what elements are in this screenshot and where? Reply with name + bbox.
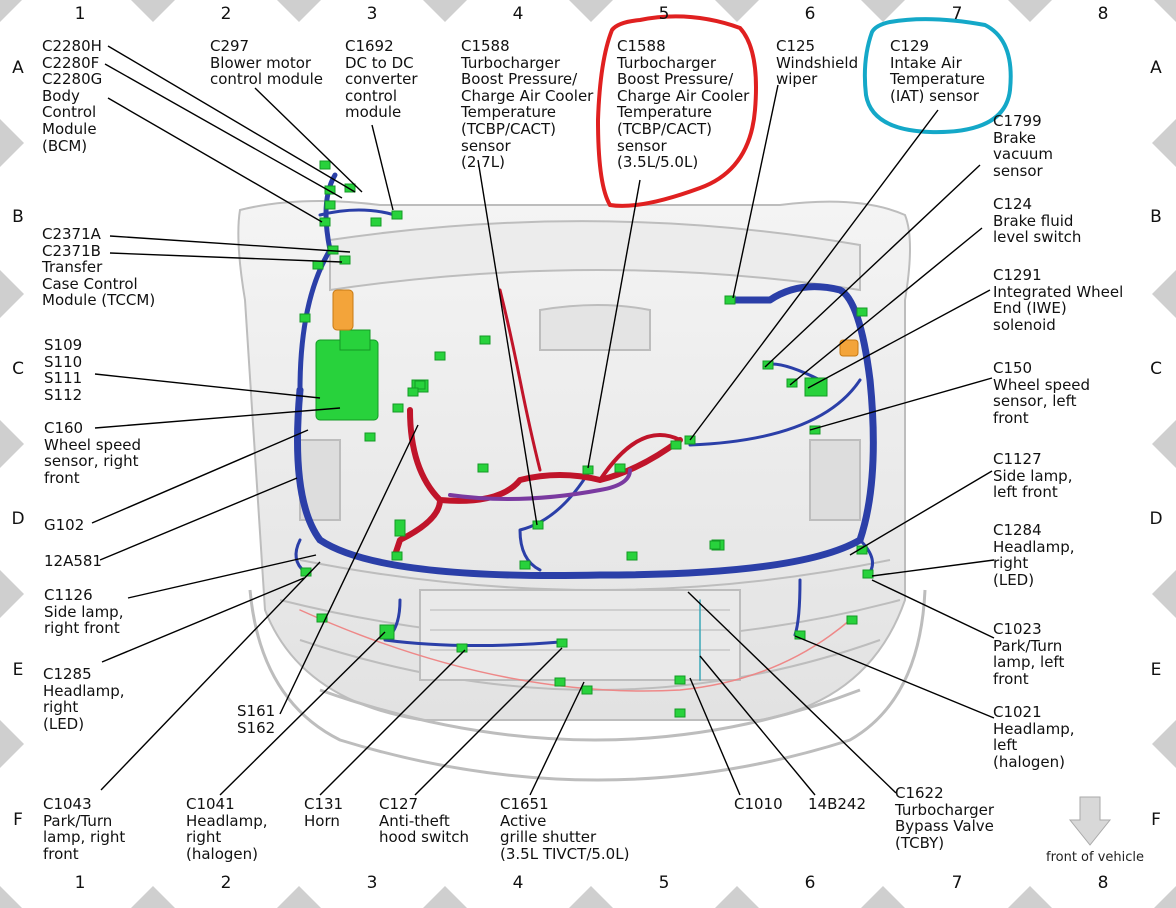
grid-row-B-right: B [1150,207,1162,227]
label-c1126: C1126 Side lamp, right front [44,586,124,638]
label-c1588-3.5l: C1588 Turbocharger Boost Pressure/ Charg… [617,37,750,172]
grid-column-5-bottom: 5 [658,873,670,893]
vacuum-fitting [332,289,859,357]
label-c297: C297 Blower motor control module [210,37,323,89]
label-s109: S109 S110 S111 S112 [44,336,83,404]
grid-column-4-bottom: 4 [512,873,524,893]
label-c1041: C1041 Headlamp, right (halogen) [186,795,268,863]
label-12a581: 12A581 [44,552,102,570]
grid-row-C-left: C [12,359,24,379]
harness-wires [294,172,877,692]
label-c1284: C1284 Headlamp, right (LED) [993,521,1075,589]
label-c131: C131 Horn [304,795,344,830]
leader-lines [91,45,995,796]
label-c1023: C1023 Park/Turn lamp, left front [993,620,1065,688]
grid-column-1-bottom: 1 [74,873,86,893]
label-s161: S161 S162 [237,702,276,737]
grid-column-8-bottom: 8 [1097,873,1109,893]
grid-row-D-left: D [11,509,25,529]
grid-column-7-top: 7 [951,4,963,24]
grid-column-6-top: 6 [804,4,816,24]
label-c1285: C1285 Headlamp, right (LED) [43,665,125,733]
grid-column-5-top: 5 [658,4,670,24]
front-of-vehicle-label: front of vehicle [1046,850,1145,865]
label-c1588-2.7l: C1588 Turbocharger Boost Pressure/ Charg… [461,37,594,172]
label-c1651: C1651 Active grille shutter (3.5L TIVCT/… [500,795,630,863]
grid-row-D-right: D [1149,509,1163,529]
label-c150: C150 Wheel speed sensor, left front [993,359,1091,427]
grid-column-7-bottom: 7 [951,873,963,893]
grid-row-B-left: B [12,207,24,227]
grid-column-2-bottom: 2 [220,873,232,893]
grid-column-3-bottom: 3 [366,873,378,893]
grid-column-4-top: 4 [512,4,524,24]
grid-column-8-top: 8 [1097,4,1109,24]
highlight-circle-red [595,14,758,208]
label-c1291: C1291 Integrated Wheel End (IWE) solenoi… [993,266,1124,334]
label-c1021: C1021 Headlamp, left (halogen) [993,703,1075,771]
label-c1799: C1799 Brake vacuum sensor [993,112,1053,180]
grid-row-C-right: C [1150,359,1162,379]
label-c125: C125 Windshield wiper [776,37,859,89]
label-c127: C127 Anti-theft hood switch [379,795,470,847]
label-c2371: C2371A C2371B Transfer Case Control Modu… [42,225,156,310]
label-c124: C124 Brake fluid level switch [993,195,1082,247]
grid-row-A-left: A [12,58,24,78]
grid-row-F-left: F [13,810,23,830]
grid-row-F-right: F [1151,810,1161,830]
label-14b242: 14B242 [808,795,867,813]
label-c2280: C2280H C2280F C2280G Body Control Module… [42,37,103,155]
label-c1043: C1043 Park/Turn lamp, right front [43,795,126,863]
grid-column-2-top: 2 [220,4,232,24]
grid-row-E-right: E [1150,660,1162,680]
label-c1010: C1010 [734,795,783,813]
label-c1692: C1692 DC to DC converter control module [345,37,418,122]
label-c1127: C1127 Side lamp, left front [993,450,1073,502]
label-c1622: C1622 Turbocharger Bypass Valve (TCBY) [895,784,995,852]
label-g102: G102 [44,516,85,534]
grid-column-3-top: 3 [366,4,378,24]
highlight-circle-cyan [862,17,1013,135]
label-c160: C160 Wheel speed sensor, right front [44,419,142,487]
grid-row-E-left: E [12,660,24,680]
grid-column-6-bottom: 6 [804,873,816,893]
grid-row-A-right: A [1150,58,1162,78]
front-arrow-icon [1068,796,1112,846]
label-c129: C129 Intake Air Temperature (IAT) sensor [890,37,986,105]
grid-column-1-top: 1 [74,4,86,24]
